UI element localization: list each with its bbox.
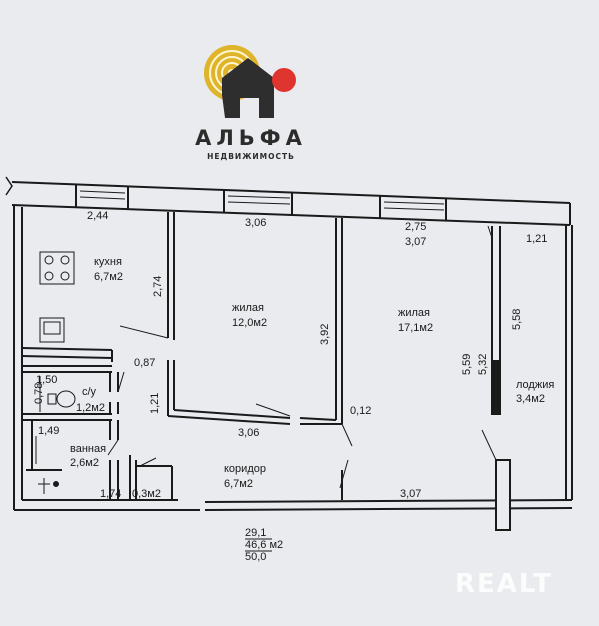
dim-kitchen-side: 2,74: [152, 276, 164, 297]
room-wc-area: 1,2м2: [76, 402, 105, 414]
room-living2-name: жилая: [398, 307, 430, 319]
dim-living2-side-b: 5,32: [477, 354, 489, 375]
logo-house-icon: [222, 58, 274, 118]
dim-living2-top-a: 2,75: [405, 221, 426, 233]
dim-149: 1,49: [38, 425, 59, 437]
room-bath-area: 2,6м2: [70, 457, 99, 469]
dim-living1-top: 3,06: [245, 217, 266, 229]
room-labels: кухня 6,7м2 жилая 12,0м2 жилая 17,1м2 с/…: [70, 256, 554, 500]
dim-121: 1,21: [149, 393, 161, 414]
area-totals: 29,1 46,6 м2 50,0: [245, 527, 283, 563]
total-area: 46,6 м2: [245, 539, 283, 551]
realt-watermark: REALT: [455, 569, 553, 599]
dim-150: 1,50: [36, 374, 57, 386]
room-wc-name: с/у: [82, 386, 97, 398]
brand-name: АЛЬФА: [195, 126, 307, 150]
dim-loggia-top: 1,21: [526, 233, 547, 245]
dimensions: 2,44 3,06 2,75 3,07 1,21 2,74 3,92 5,58 …: [33, 210, 547, 500]
room-living1-name: жилая: [232, 302, 264, 314]
room-bath-name: ванная: [70, 443, 106, 455]
total-living: 29,1: [245, 527, 266, 539]
room-loggia-area: 3,4м2: [516, 393, 545, 405]
dim-012: 0,12: [350, 405, 371, 417]
toilet-icon: [47, 390, 76, 408]
dim-078: 0,78: [33, 383, 45, 404]
bath-tap-icon: [38, 478, 59, 494]
fixtures: [35, 251, 76, 494]
dim-living2-top-b: 3,07: [405, 236, 426, 248]
logo-dot-icon: [272, 68, 296, 92]
dim-living2-side-a: 5,59: [461, 354, 473, 375]
room-kitchen-name: кухня: [94, 256, 122, 268]
dim-corridor-bottom: 3,07: [400, 488, 421, 500]
room-corridor-area: 6,7м2: [224, 478, 253, 490]
dim-087: 0,87: [134, 357, 155, 369]
brand-subtitle: НЕДВИЖИМОСТЬ: [207, 152, 295, 161]
dim-living1-side: 3,92: [319, 324, 331, 345]
stove-icon: [39, 251, 75, 285]
dim-living1-bottom: 3,06: [238, 427, 259, 439]
room-loggia-name: лоджия: [516, 379, 554, 391]
alfa-logo: АЛЬФА НЕДВИЖИМОСТЬ: [195, 45, 307, 161]
room-closet-area: 0,3м2: [132, 488, 161, 500]
room-living1-area: 12,0м2: [232, 317, 267, 329]
room-corridor-name: коридор: [224, 463, 266, 475]
sink-icon: [39, 317, 65, 343]
room-living2-area: 17,1м2: [398, 322, 433, 334]
dim-loggia-side: 5,58: [511, 309, 523, 330]
walls: [5, 176, 573, 531]
room-kitchen-area: 6,7м2: [94, 271, 123, 283]
total-with-loggia: 50,0: [245, 551, 266, 563]
dim-kitchen-top: 2,44: [87, 210, 108, 222]
dim-174: 1,74: [100, 488, 121, 500]
